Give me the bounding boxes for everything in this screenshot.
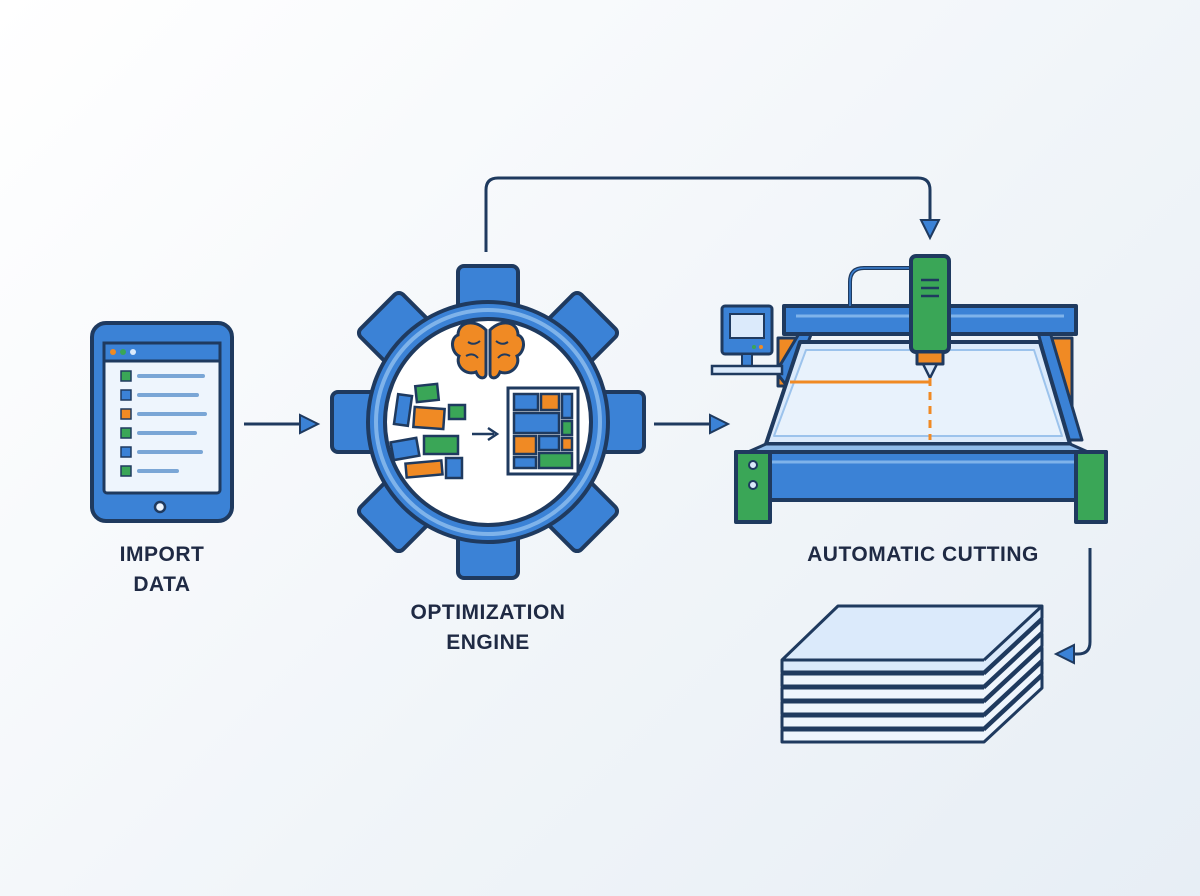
list-item (120, 389, 199, 401)
automatic-cutting-text: AUTOMATIC CUTTING (807, 543, 1039, 566)
arrow-import-to-engine (244, 413, 321, 435)
nested-parts-grid (506, 386, 580, 476)
brain-icon (451, 321, 525, 380)
gear-icon (330, 264, 646, 580)
arrow-engine-to-spindle (484, 176, 941, 252)
import-data-line1: IMPORT (119, 543, 205, 566)
laser-line (790, 378, 932, 440)
list-item (120, 465, 179, 477)
list-item (120, 370, 205, 382)
sheet-stack-icon (780, 604, 1044, 744)
optimization-engine-line1: OPTIMIZATION (410, 601, 566, 624)
automatic-cutting-label: AUTOMATIC CUTTING (770, 540, 1076, 570)
list-item (120, 446, 203, 458)
tablet-icon (90, 321, 234, 523)
optimization-engine-label: OPTIMIZATION ENGINE (368, 598, 608, 658)
list-item (120, 408, 207, 420)
import-data-label: IMPORT DATA (80, 540, 244, 600)
list-item (120, 427, 197, 439)
inner-arrow (472, 426, 500, 442)
arrow-engine-to-cutting (654, 413, 731, 435)
scattered-parts (389, 382, 467, 480)
optimization-engine-line2: ENGINE (446, 631, 530, 654)
import-data-line2: DATA (133, 573, 191, 596)
tablet-list (120, 370, 207, 477)
spindle-icon (909, 254, 951, 380)
control-monitor-icon (710, 304, 784, 376)
arrow-cutting-to-stack (1053, 548, 1092, 665)
